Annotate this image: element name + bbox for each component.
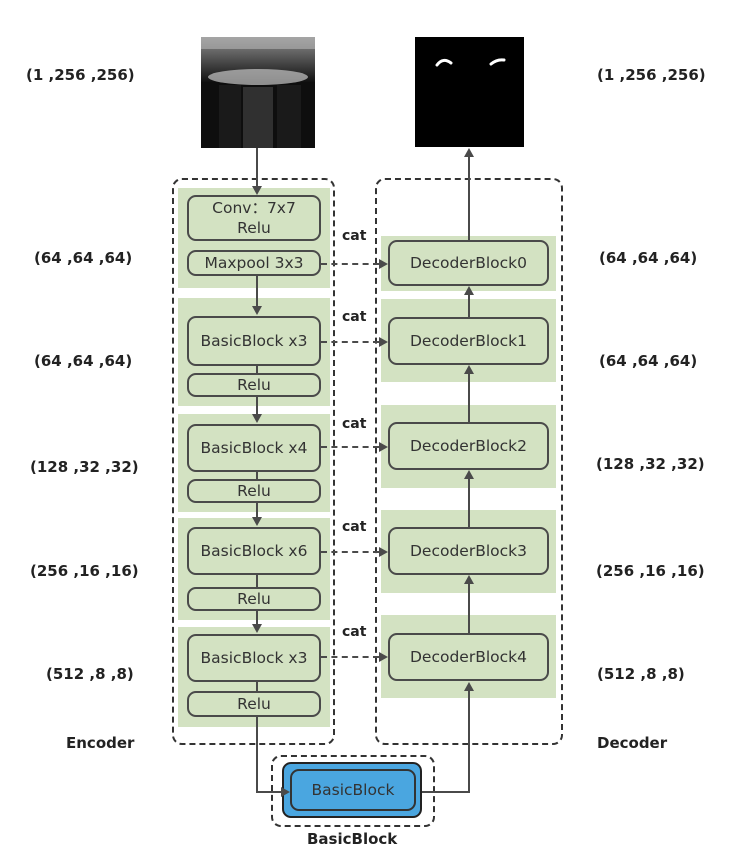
encoder-to-bottleneck-v <box>256 717 258 793</box>
encoder-relu-1: Relu <box>187 373 321 397</box>
encoder-inner-1 <box>256 366 258 373</box>
decoder-shape-2: (128 ,32 ,32) <box>596 455 705 473</box>
decoder-shape-0: (64 ,64 ,64) <box>599 249 698 267</box>
output-shape-label: (1 ,256 ,256) <box>597 66 706 84</box>
input-arrowhead <box>252 186 262 195</box>
skip-arrowhead-0 <box>379 259 388 269</box>
decoder-shape-1: (64 ,64 ,64) <box>599 352 698 370</box>
cat-label-1: cat <box>342 309 367 325</box>
input-ultrasound-image <box>201 37 315 148</box>
encoder-basicblock-1: BasicBlock x3 <box>187 316 321 366</box>
encoder-basicblock-4: BasicBlock x3 <box>187 634 321 682</box>
decoder-to-output-line <box>468 156 470 240</box>
bottleneck-to-decoder-v <box>468 690 470 793</box>
conv7x7-relu-block: Conv：7x7 Relu <box>187 195 321 241</box>
encoder-inner-4 <box>256 682 258 691</box>
decoder-arrowhead-3 <box>464 470 474 479</box>
conv-relu-label: Relu <box>237 219 271 237</box>
conv-label: Conv：7x7 <box>212 199 296 217</box>
cat-label-4: cat <box>342 624 367 640</box>
encoder-group <box>172 178 335 745</box>
encoder-relu-4: Relu <box>187 691 321 717</box>
skip-connection-3 <box>321 551 379 553</box>
encoder-connector-2 <box>256 397 258 415</box>
encoder-connector-4 <box>256 611 258 626</box>
decoder-in-arrowhead <box>464 682 474 691</box>
encoder-relu-3: Relu <box>187 587 321 611</box>
encoder-shape-0: (64 ,64 ,64) <box>34 249 133 267</box>
decoder-connector-3 <box>468 478 470 527</box>
decoder-arrowhead-2 <box>464 365 474 374</box>
decoder-block-0: DecoderBlock0 <box>388 240 549 286</box>
decoder-arrowhead-1 <box>464 286 474 295</box>
encoder-shape-3: (256 ,16 ,16) <box>30 562 139 580</box>
bottleneck-basicblock-inner: BasicBlock <box>290 769 416 811</box>
cat-label-0: cat <box>342 228 367 244</box>
skip-arrowhead-1 <box>379 337 388 347</box>
encoder-arrowhead-3 <box>252 517 262 526</box>
skip-arrowhead-4 <box>379 652 388 662</box>
encoder-shape-2: (128 ,32 ,32) <box>30 458 139 476</box>
encoder-basicblock-3: BasicBlock x6 <box>187 527 321 575</box>
encoder-arrowhead-2 <box>252 414 262 423</box>
decoder-shape-4: (512 ,8 ,8) <box>597 665 685 683</box>
bottleneck-to-decoder-h <box>422 791 470 793</box>
encoder-connector-3 <box>256 503 258 519</box>
encoder-to-bottleneck-h <box>256 791 282 793</box>
skip-arrowhead-3 <box>379 547 388 557</box>
decoder-arrowhead-4 <box>464 575 474 584</box>
decoder-block-1: DecoderBlock1 <box>388 317 549 365</box>
encoder-label: Encoder <box>66 734 135 752</box>
encoder-arrowhead-4 <box>252 624 262 633</box>
decoder-shape-3: (256 ,16 ,16) <box>596 562 705 580</box>
decoder-connector-4 <box>468 583 470 633</box>
skip-connection-2 <box>321 446 379 448</box>
cat-label-2: cat <box>342 416 367 432</box>
encoder-shape-4: (512 ,8 ,8) <box>46 665 134 683</box>
decoder-block-2: DecoderBlock2 <box>388 422 549 470</box>
bottleneck-in-arrowhead <box>281 787 290 797</box>
maxpool-block: Maxpool 3x3 <box>187 250 321 276</box>
decoder-block-3: DecoderBlock3 <box>388 527 549 575</box>
encoder-relu-2: Relu <box>187 479 321 503</box>
decoder-connector-2 <box>468 373 470 422</box>
decoder-label: Decoder <box>597 734 668 752</box>
encoder-inner-3 <box>256 575 258 587</box>
input-shape-label: (1 ,256 ,256) <box>26 66 135 84</box>
output-arrowhead <box>464 148 474 157</box>
encoder-shape-1: (64 ,64 ,64) <box>34 352 133 370</box>
encoder-inner-2 <box>256 472 258 479</box>
cat-label-3: cat <box>342 519 367 535</box>
skip-arrowhead-2 <box>379 442 388 452</box>
skip-connection-4 <box>321 656 379 658</box>
encoder-basicblock-2: BasicBlock x4 <box>187 424 321 472</box>
encoder-arrowhead-1 <box>252 306 262 315</box>
output-mask-image <box>415 37 524 147</box>
skip-connection-1 <box>321 341 379 343</box>
decoder-connector-1 <box>468 294 470 317</box>
decoder-block-4: DecoderBlock4 <box>388 633 549 681</box>
input-to-encoder-line <box>256 148 258 186</box>
encoder-connector-1 <box>256 276 258 306</box>
skip-connection-0 <box>321 263 379 265</box>
bottleneck-label: BasicBlock <box>307 830 398 848</box>
